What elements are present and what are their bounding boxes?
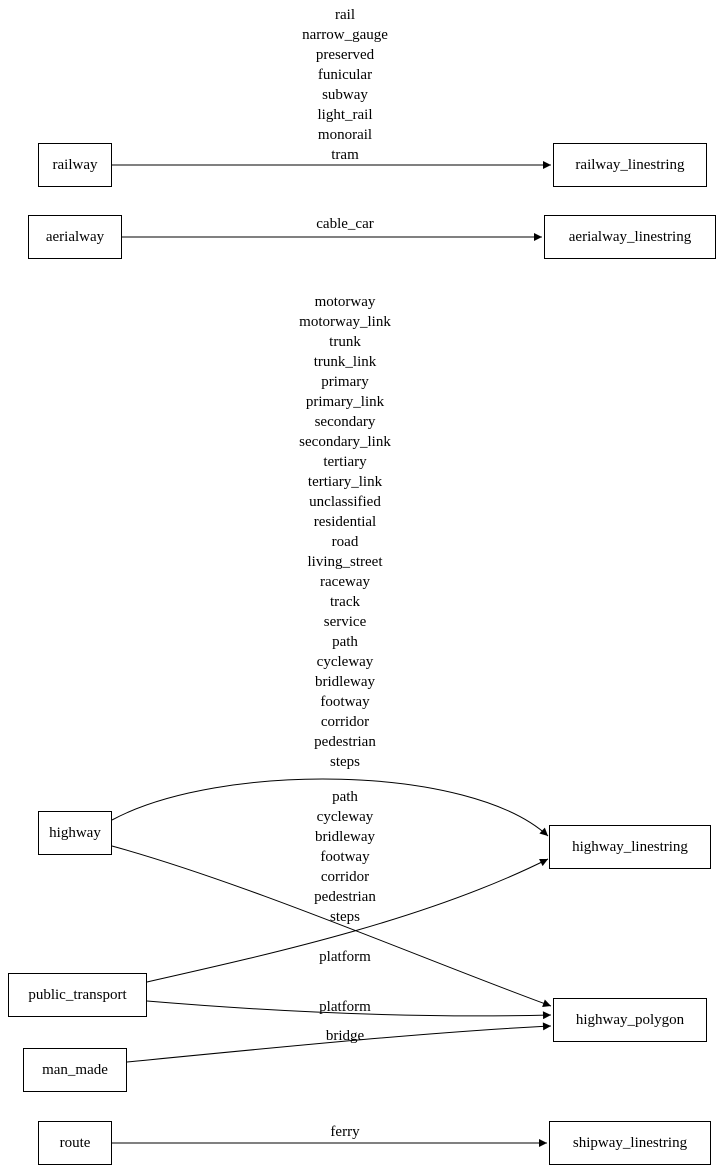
node-railway-linestring: railway_linestring [553, 143, 707, 187]
edge-highway-to-highway-polygon [111, 845, 552, 1008]
node-man-made: man_made [23, 1048, 127, 1092]
edge-label-highway-polygon-values: path cycleway bridleway footway corridor… [314, 789, 376, 925]
node-shipway-linestring: shipway_linestring [549, 1121, 711, 1165]
node-railway: railway [38, 143, 112, 187]
edge-label-public-transport-polygon-values: platform [319, 999, 371, 1015]
edge-highway-to-highway-linestring [111, 778, 549, 837]
node-highway-linestring: highway_linestring [549, 825, 711, 869]
edge-public-transport-to-highway-polygon [146, 1000, 552, 1020]
node-aerialway: aerialway [28, 215, 122, 259]
node-highway: highway [38, 811, 112, 855]
node-public-transport: public_transport [8, 973, 147, 1017]
edge-label-highway-linestring-values: motorway motorway_link trunk trunk_link … [299, 294, 391, 770]
node-route: route [38, 1121, 112, 1165]
edge-label-railway-values: rail narrow_gauge preserved funicular su… [302, 7, 388, 163]
edge-label-route-values: ferry [330, 1124, 360, 1140]
node-highway-polygon: highway_polygon [553, 998, 707, 1042]
edge-label-man-made-polygon-values: bridge [325, 1028, 365, 1044]
node-aerialway-linestring: aerialway_linestring [544, 215, 716, 259]
edge-label-aerialway-values: cable_car [316, 216, 374, 232]
edge-label-public-transport-linestring-values: platform [319, 949, 371, 965]
edge-public-transport-to-highway-linestring [146, 858, 549, 983]
edge-man-made-to-highway-polygon [126, 1022, 552, 1063]
